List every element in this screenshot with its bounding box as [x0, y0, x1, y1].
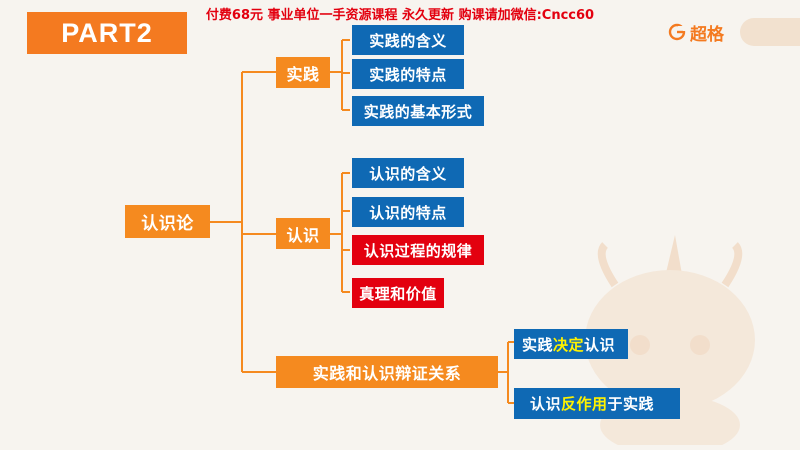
- practice-item-forms: 实践的基本形式: [352, 96, 484, 126]
- cognition-item-laws: 认识过程的规律: [352, 235, 484, 265]
- relation-item-reacts-pre: 认识: [530, 395, 562, 413]
- promo-banner: 付费68元 事业单位一手资源课程 永久更新 购课请加微信:Cncc60: [205, 8, 595, 23]
- part-badge: PART2: [27, 12, 187, 54]
- relation-item-reacts-highlight: 反作用: [561, 395, 608, 413]
- relation-item-determines: 实践决定认识: [514, 329, 628, 359]
- root-node: 认识论: [125, 205, 210, 238]
- cognition-item-features: 认识的特点: [352, 197, 464, 227]
- branch-practice: 实践: [276, 57, 330, 88]
- practice-item-features: 实践的特点: [352, 59, 464, 89]
- brand-logo: 超格: [668, 16, 800, 48]
- practice-item-meaning: 实践的含义: [352, 25, 464, 55]
- cognition-item-meaning: 认识的含义: [352, 158, 464, 188]
- relation-item-determines-post: 认识: [584, 335, 616, 354]
- brand-pill-decoration: [740, 18, 800, 46]
- brand-name: 超格: [690, 24, 724, 45]
- relation-item-reacts: 认识反作用于实践: [514, 388, 680, 419]
- relation-item-determines-highlight: 决定: [553, 335, 585, 354]
- cognition-item-truth-value: 真理和价值: [352, 278, 444, 308]
- branch-cognition: 认识: [276, 218, 330, 249]
- relation-item-determines-pre: 实践: [522, 335, 554, 354]
- relation-item-reacts-post: 于实践: [607, 395, 655, 413]
- brand-g-icon: [668, 23, 686, 41]
- branch-relation: 实践和认识辩证关系: [276, 356, 498, 388]
